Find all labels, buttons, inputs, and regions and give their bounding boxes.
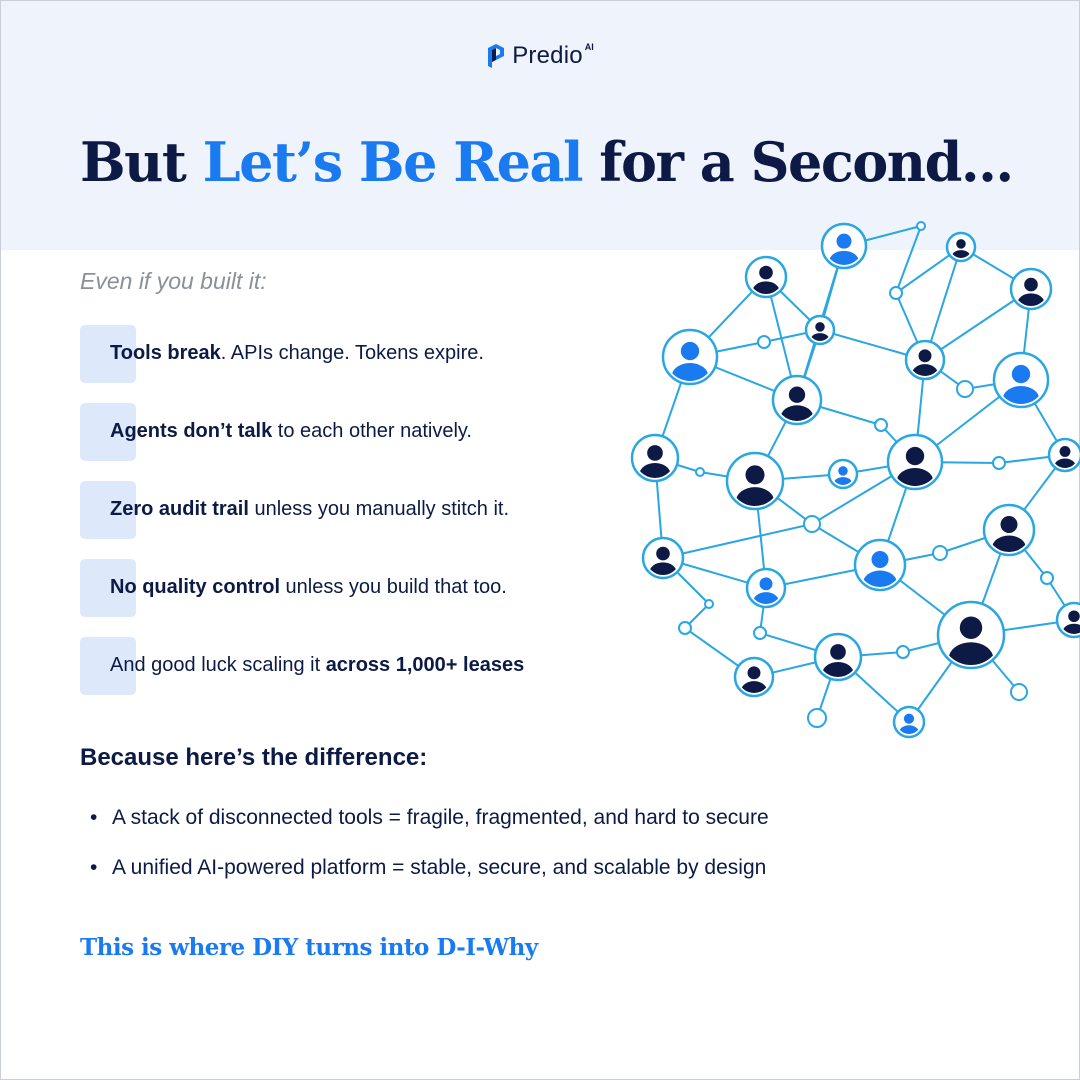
point-text: Tools break. APIs change. Tokens expire. <box>110 342 484 365</box>
person-icon <box>725 451 785 511</box>
point-bold-tail: across 1,000+ leases <box>325 654 525 676</box>
network-node-icon <box>678 621 692 635</box>
person-icon <box>1055 601 1080 639</box>
point-bold-lead: Tools break <box>110 342 221 364</box>
point-rest: to each other natively. <box>272 420 472 442</box>
point-text: Agents don’t talk to each other natively… <box>110 420 472 443</box>
difference-item: • A stack of disconnected tools = fragile… <box>90 806 769 856</box>
person-icon <box>641 536 685 580</box>
predio-logo-icon <box>488 44 505 68</box>
page-title: But Let’s Be Real for a Second... <box>80 130 1014 194</box>
difference-text: A unified AI-powered platform = stable, … <box>112 856 767 879</box>
network-node-icon <box>753 626 767 640</box>
network-node-icon <box>874 418 888 432</box>
point-rest: . APIs change. Tokens expire. <box>220 342 484 364</box>
difference-list: • A stack of disconnected tools = fragile… <box>90 806 769 906</box>
point-bold-lead: No quality control <box>110 576 280 598</box>
difference-heading: Because here’s the difference: <box>80 744 428 771</box>
network-node-icon <box>992 456 1006 470</box>
network-node-icon <box>896 645 910 659</box>
person-icon <box>745 567 787 609</box>
point-pre: And good luck scaling it <box>110 654 326 676</box>
title-part-1: But <box>80 130 203 194</box>
network-node-icon <box>956 380 974 398</box>
person-icon <box>886 433 944 491</box>
person-icon <box>733 656 775 698</box>
person-icon <box>813 632 863 682</box>
person-icon <box>982 503 1036 557</box>
point-text: No quality control unless you build that… <box>110 576 507 599</box>
network-node-icon <box>757 335 771 349</box>
point-rest: unless you manually stitch it. <box>248 498 510 520</box>
person-icon <box>630 433 680 483</box>
point-bold-lead: Zero audit trail <box>110 498 249 520</box>
network-link <box>924 288 1032 361</box>
person-icon <box>853 538 907 592</box>
network-node-icon <box>889 286 903 300</box>
closing-tagline: This is where DIY turns into D-I-Why <box>80 934 538 961</box>
point-highlight-box <box>80 403 136 461</box>
point-bold-lead: Agents don’t talk <box>110 420 273 442</box>
title-highlight: Let’s Be Real <box>202 130 584 194</box>
network-node-icon <box>916 221 926 231</box>
point-highlight-box <box>80 325 136 383</box>
network-node-icon <box>932 545 948 561</box>
network-node-icon <box>807 708 827 728</box>
network-links <box>654 225 1075 723</box>
point-text: And good luck scaling it across 1,000+ l… <box>110 654 524 677</box>
person-icon <box>936 600 1006 670</box>
network-node-icon <box>704 599 714 609</box>
brand-logo: Predio AI <box>0 42 1080 70</box>
person-icon <box>771 374 823 426</box>
person-icon <box>1047 437 1080 473</box>
person-icon <box>820 222 868 270</box>
person-icon <box>904 339 946 381</box>
point-highlight-box <box>80 559 136 617</box>
difference-text: A stack of disconnected tools = fragile,… <box>112 806 769 829</box>
network-node-icon <box>803 515 821 533</box>
brand-superscript: AI <box>584 42 594 52</box>
point-highlight-box <box>80 481 136 539</box>
point-rest: unless you build that too. <box>280 576 507 598</box>
bullet-dot: • <box>90 856 98 879</box>
intro-text: Even if you built it: <box>80 268 267 294</box>
bullet-dot: • <box>90 806 98 829</box>
point-highlight-box <box>80 637 136 695</box>
network-node-icon <box>1040 571 1054 585</box>
title-part-2: for a Second... <box>581 130 1014 194</box>
person-icon <box>804 314 836 346</box>
person-icon <box>744 255 788 299</box>
network-node-icon <box>695 467 705 477</box>
brand-name: Predio <box>512 42 583 69</box>
person-icon <box>661 328 719 386</box>
network-link <box>662 523 813 559</box>
person-icon <box>827 458 859 490</box>
point-text: Zero audit trail unless you manually sti… <box>110 498 509 521</box>
person-icon <box>1009 267 1053 311</box>
network-link <box>895 225 922 294</box>
difference-item: • A unified AI-powered platform = stable,… <box>90 856 769 906</box>
person-icon <box>892 705 926 739</box>
person-icon <box>945 231 977 263</box>
person-icon <box>992 351 1050 409</box>
network-node-icon <box>1010 683 1028 701</box>
header-band <box>1 1 1079 250</box>
